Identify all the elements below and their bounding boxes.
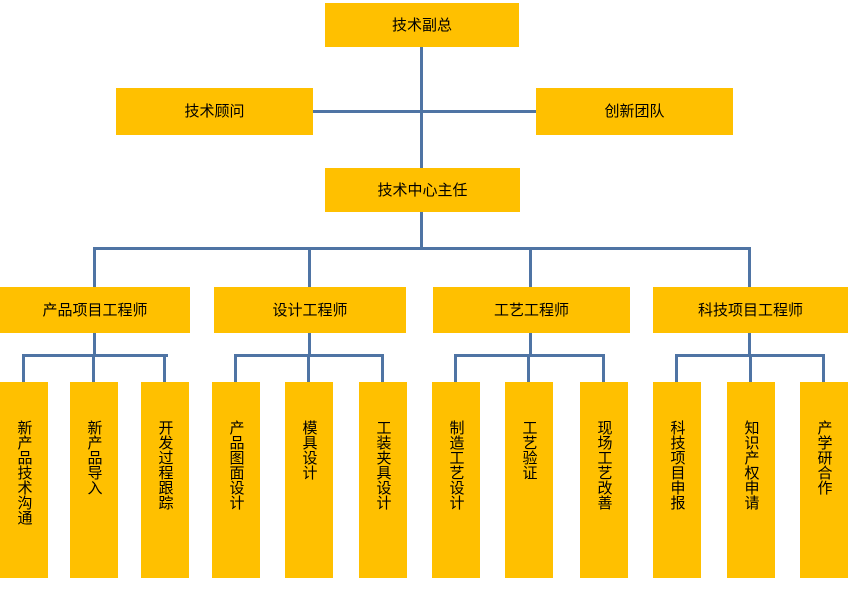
connector-drop-group2: [308, 247, 311, 287]
node-process-engineer[interactable]: 工艺工程师: [433, 287, 630, 333]
node-product-drawing-design[interactable]: 产品图面设计: [212, 382, 260, 578]
node-tech-vp-label: 技术副总: [391, 16, 452, 34]
node-new-product-tech-communication[interactable]: 新产品技术沟通: [0, 382, 48, 578]
connector-group2-stem: [308, 333, 311, 356]
node-scitech-project-engineer-label: 科技项目工程师: [697, 301, 803, 319]
node-development-process-tracking[interactable]: 开发过程跟踪: [141, 382, 189, 578]
connector-drop-group3: [529, 247, 532, 287]
node-product-drawing-design-label: 产品图面设计: [227, 420, 245, 510]
node-onsite-process-improvement[interactable]: 现场工艺改善: [580, 382, 628, 578]
node-product-project-engineer-label: 产品项目工程师: [42, 301, 148, 319]
connector-group2-drop3: [381, 354, 384, 382]
connector-group1-drop3: [163, 354, 166, 382]
node-design-engineer-label: 设计工程师: [272, 301, 348, 319]
node-innovation-team[interactable]: 创新团队: [536, 88, 733, 135]
node-scitech-project-engineer[interactable]: 科技项目工程师: [653, 287, 848, 333]
connector-consultant-innovation: [313, 110, 536, 113]
node-tech-vp[interactable]: 技术副总: [325, 3, 519, 47]
node-process-verification[interactable]: 工艺验证: [505, 382, 553, 578]
connector-group2-drop2: [307, 354, 310, 382]
connector-director-rail: [420, 212, 423, 250]
node-tech-center-director-label: 技术中心主任: [377, 181, 468, 199]
node-product-project-engineer[interactable]: 产品项目工程师: [0, 287, 190, 333]
connector-group4-drop1: [675, 354, 678, 382]
connector-group1-rail: [22, 354, 168, 357]
connector-drop-group1: [93, 247, 96, 287]
connector-group1-drop2: [92, 354, 95, 382]
node-industry-academia-cooperation-label: 产学研合作: [815, 420, 833, 495]
node-fixture-design[interactable]: 工装夹具设计: [359, 382, 407, 578]
node-manufacturing-process-design[interactable]: 制造工艺设计: [432, 382, 480, 578]
node-tech-consultant[interactable]: 技术顾问: [116, 88, 313, 135]
connector-group3-drop3: [602, 354, 605, 382]
connector-group3-drop2: [527, 354, 530, 382]
connector-vp-director: [420, 47, 423, 168]
node-design-engineer[interactable]: 设计工程师: [214, 287, 406, 333]
node-scitech-project-application-label: 科技项目申报: [668, 420, 686, 510]
node-ip-application-label: 知识产权申请: [742, 420, 760, 510]
connector-group4-stem: [748, 333, 751, 356]
connector-group2-drop1: [234, 354, 237, 382]
connector-group4-drop2: [749, 354, 752, 382]
node-manufacturing-process-design-label: 制造工艺设计: [447, 420, 465, 510]
node-fixture-design-label: 工装夹具设计: [374, 420, 392, 510]
node-innovation-team-label: 创新团队: [604, 103, 665, 120]
node-new-product-introduction-label: 新产品导入: [85, 420, 103, 495]
node-ip-application[interactable]: 知识产权申请: [727, 382, 775, 578]
connector-group3-drop1: [454, 354, 457, 382]
node-tech-center-director[interactable]: 技术中心主任: [325, 168, 520, 212]
connector-group1-stem: [93, 333, 96, 356]
node-mold-design-label: 模具设计: [300, 420, 318, 480]
node-onsite-process-improvement-label: 现场工艺改善: [595, 420, 613, 510]
node-development-process-tracking-label: 开发过程跟踪: [156, 420, 174, 510]
node-industry-academia-cooperation[interactable]: 产学研合作: [800, 382, 848, 578]
node-new-product-introduction[interactable]: 新产品导入: [70, 382, 118, 578]
node-tech-consultant-label: 技术顾问: [184, 103, 245, 120]
node-scitech-project-application[interactable]: 科技项目申报: [653, 382, 701, 578]
connector-drop-group4: [748, 247, 751, 287]
connector-group1-drop1: [22, 354, 25, 382]
node-process-verification-label: 工艺验证: [520, 420, 538, 480]
node-process-engineer-label: 工艺工程师: [493, 301, 569, 319]
node-new-product-tech-communication-label: 新产品技术沟通: [15, 420, 33, 525]
connector-main-rail: [93, 247, 751, 250]
connector-group4-drop3: [822, 354, 825, 382]
node-mold-design[interactable]: 模具设计: [285, 382, 333, 578]
connector-group3-stem: [529, 333, 532, 356]
